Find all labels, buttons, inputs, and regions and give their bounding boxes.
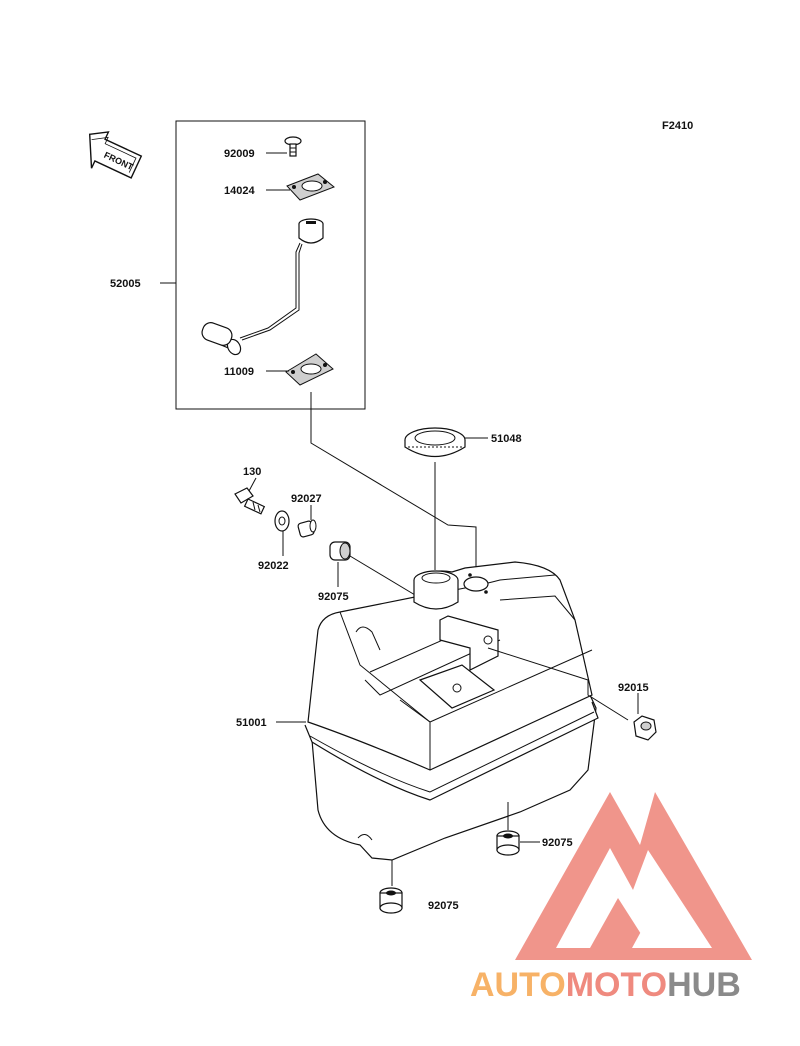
label-92015: 92015 <box>618 682 649 694</box>
watermark-moto: MOTO <box>566 966 667 1004</box>
label-92075-upper: 92075 <box>318 591 349 603</box>
label-11009: 11009 <box>224 366 254 378</box>
gasket-11009 <box>285 353 334 386</box>
label-52005: 52005 <box>110 278 141 290</box>
label-92009: 92009 <box>224 148 255 160</box>
bolt-130 <box>234 487 266 515</box>
label-14024: 14024 <box>224 185 255 197</box>
fuel-tank-51001 <box>304 561 599 861</box>
label-92022: 92022 <box>258 560 289 572</box>
sending-unit-box <box>175 120 366 410</box>
label-130: 130 <box>243 466 261 478</box>
watermark-text: AUTOMOTOHUB <box>470 966 741 1004</box>
fuel-cap-51048 <box>404 427 466 457</box>
grommet-92075-bottom <box>379 887 403 914</box>
label-51048: 51048 <box>491 433 522 445</box>
screw-92009 <box>284 136 302 157</box>
watermark-auto: AUTO <box>470 966 566 1004</box>
collar-92027 <box>297 519 317 538</box>
automotohub-logo <box>515 792 752 960</box>
grommet-92075-upper <box>329 541 351 561</box>
label-92075-right: 92075 <box>542 837 573 849</box>
watermark-hub: HUB <box>667 966 741 1004</box>
label-51001: 51001 <box>236 717 267 729</box>
front-arrow-icon: FRONT <box>88 131 143 179</box>
washer-92022 <box>274 510 290 532</box>
grommet-92075-right <box>496 830 520 856</box>
plate-14024 <box>286 173 335 201</box>
label-92075-bottom: 92075 <box>428 900 459 912</box>
fuel-sender-52005 <box>201 218 324 356</box>
figure-code: F2410 <box>662 120 693 132</box>
label-92027: 92027 <box>291 493 322 505</box>
nut-92015 <box>633 715 657 741</box>
